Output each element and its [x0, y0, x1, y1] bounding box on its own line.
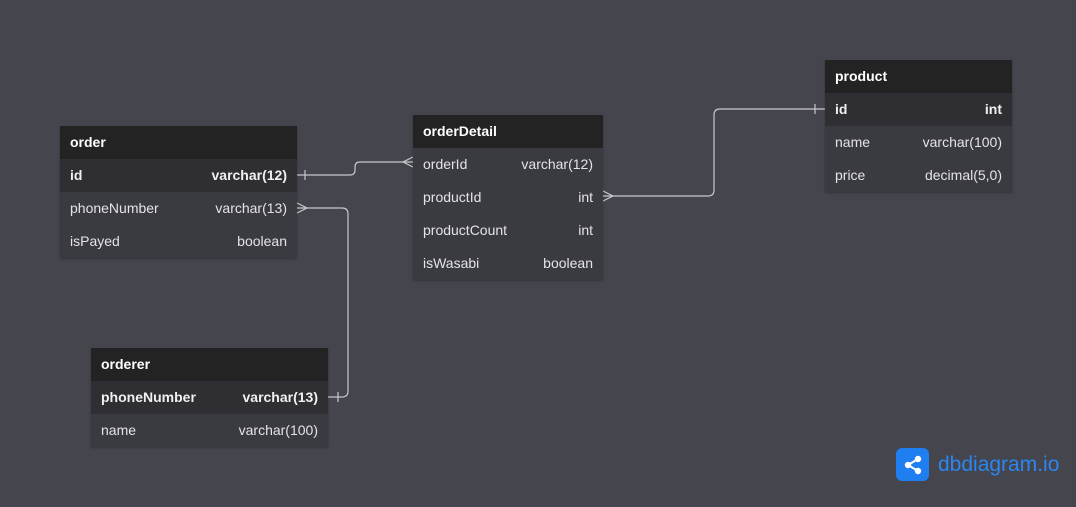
table-row[interactable]: orderId varchar(12) [413, 148, 603, 181]
field-type: varchar(12) [521, 156, 593, 172]
field-name: id [70, 167, 83, 183]
link-order-orderdetail [297, 161, 413, 176]
field-name: productId [423, 189, 482, 205]
table-product[interactable]: product id int name varchar(100) price d… [825, 60, 1012, 192]
table-row[interactable]: id int [825, 93, 1012, 126]
field-name: name [835, 134, 871, 150]
table-row[interactable]: isWasabi boolean [413, 247, 603, 280]
field-type: varchar(100) [238, 422, 318, 438]
many-marker [401, 156, 414, 168]
many-marker [296, 202, 309, 214]
table-row[interactable]: productId int [413, 181, 603, 214]
field-name: productCount [423, 222, 508, 238]
field-name: orderId [423, 156, 468, 172]
table-header[interactable]: product [825, 60, 1012, 93]
field-name: name [101, 422, 137, 438]
field-type: int [984, 101, 1002, 117]
field-name: isWasabi [423, 255, 480, 271]
field-name: id [835, 101, 848, 117]
field-name: phoneNumber [70, 200, 159, 216]
field-name: price [835, 167, 866, 183]
table-orderer[interactable]: orderer phoneNumber varchar(13) name var… [91, 348, 328, 447]
table-row[interactable]: phoneNumber varchar(13) [60, 192, 297, 225]
table-header[interactable]: orderDetail [413, 115, 603, 148]
link-orderdetail-product [603, 108, 825, 197]
table-orderdetail[interactable]: orderDetail orderId varchar(12) productI… [413, 115, 603, 280]
table-row[interactable]: price decimal(5,0) [825, 159, 1012, 192]
field-type: varchar(13) [242, 389, 319, 405]
table-row[interactable]: isPayed boolean [60, 225, 297, 258]
field-type: int [578, 189, 593, 205]
table-row[interactable]: name varchar(100) [825, 126, 1012, 159]
field-type: decimal(5,0) [924, 167, 1002, 183]
brand-logo[interactable]: dbdiagram.io [896, 448, 1059, 481]
table-row[interactable]: productCount int [413, 214, 603, 247]
table-row[interactable]: phoneNumber varchar(13) [91, 381, 328, 414]
field-type: varchar(12) [211, 167, 288, 183]
field-name: phoneNumber [101, 389, 196, 405]
field-name: isPayed [70, 233, 120, 249]
field-type: boolean [543, 255, 593, 271]
field-type: int [578, 222, 593, 238]
table-header[interactable]: order [60, 126, 297, 159]
brand-name: dbdiagram.io [938, 452, 1060, 476]
table-header[interactable]: orderer [91, 348, 328, 381]
share-icon [896, 448, 929, 481]
table-row[interactable]: name varchar(100) [91, 414, 328, 447]
field-type: varchar(13) [215, 200, 287, 216]
field-type: varchar(100) [922, 134, 1002, 150]
field-type: boolean [237, 233, 287, 249]
link-order-orderer [297, 207, 349, 398]
table-order[interactable]: order id varchar(12) phoneNumber varchar… [60, 126, 297, 258]
table-row[interactable]: id varchar(12) [60, 159, 297, 192]
many-marker [602, 190, 615, 202]
